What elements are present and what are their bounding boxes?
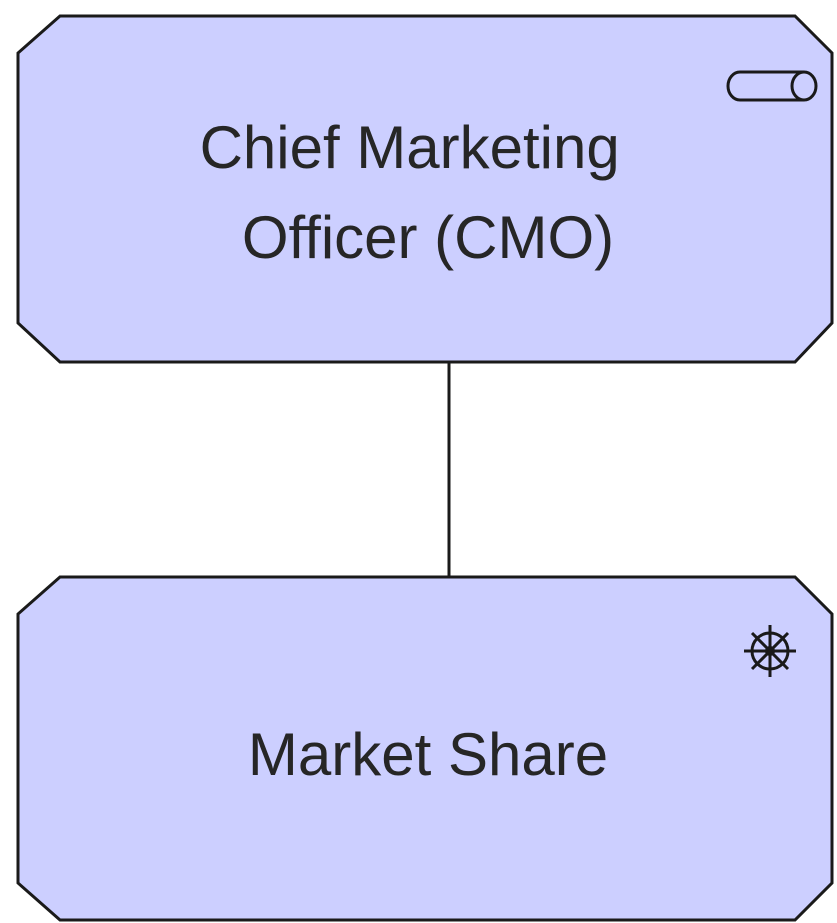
driver-node[interactable]: Market Share xyxy=(16,575,834,922)
stakeholder-label: Chief Marketing Officer (CMO) xyxy=(200,114,637,271)
stakeholder-icon xyxy=(726,70,818,102)
driver-label-line-1: Market Share xyxy=(248,721,608,788)
driver-label: Market Share xyxy=(248,721,608,788)
stakeholder-node-shape xyxy=(16,14,834,364)
stakeholder-label-line-1: Chief Marketing xyxy=(200,114,620,181)
driver-icon xyxy=(744,625,796,677)
driver-node-shape xyxy=(16,575,834,922)
stakeholder-label-line-2: Officer (CMO) xyxy=(242,204,614,271)
stakeholder-node[interactable]: Chief Marketing Officer (CMO) xyxy=(16,14,834,364)
